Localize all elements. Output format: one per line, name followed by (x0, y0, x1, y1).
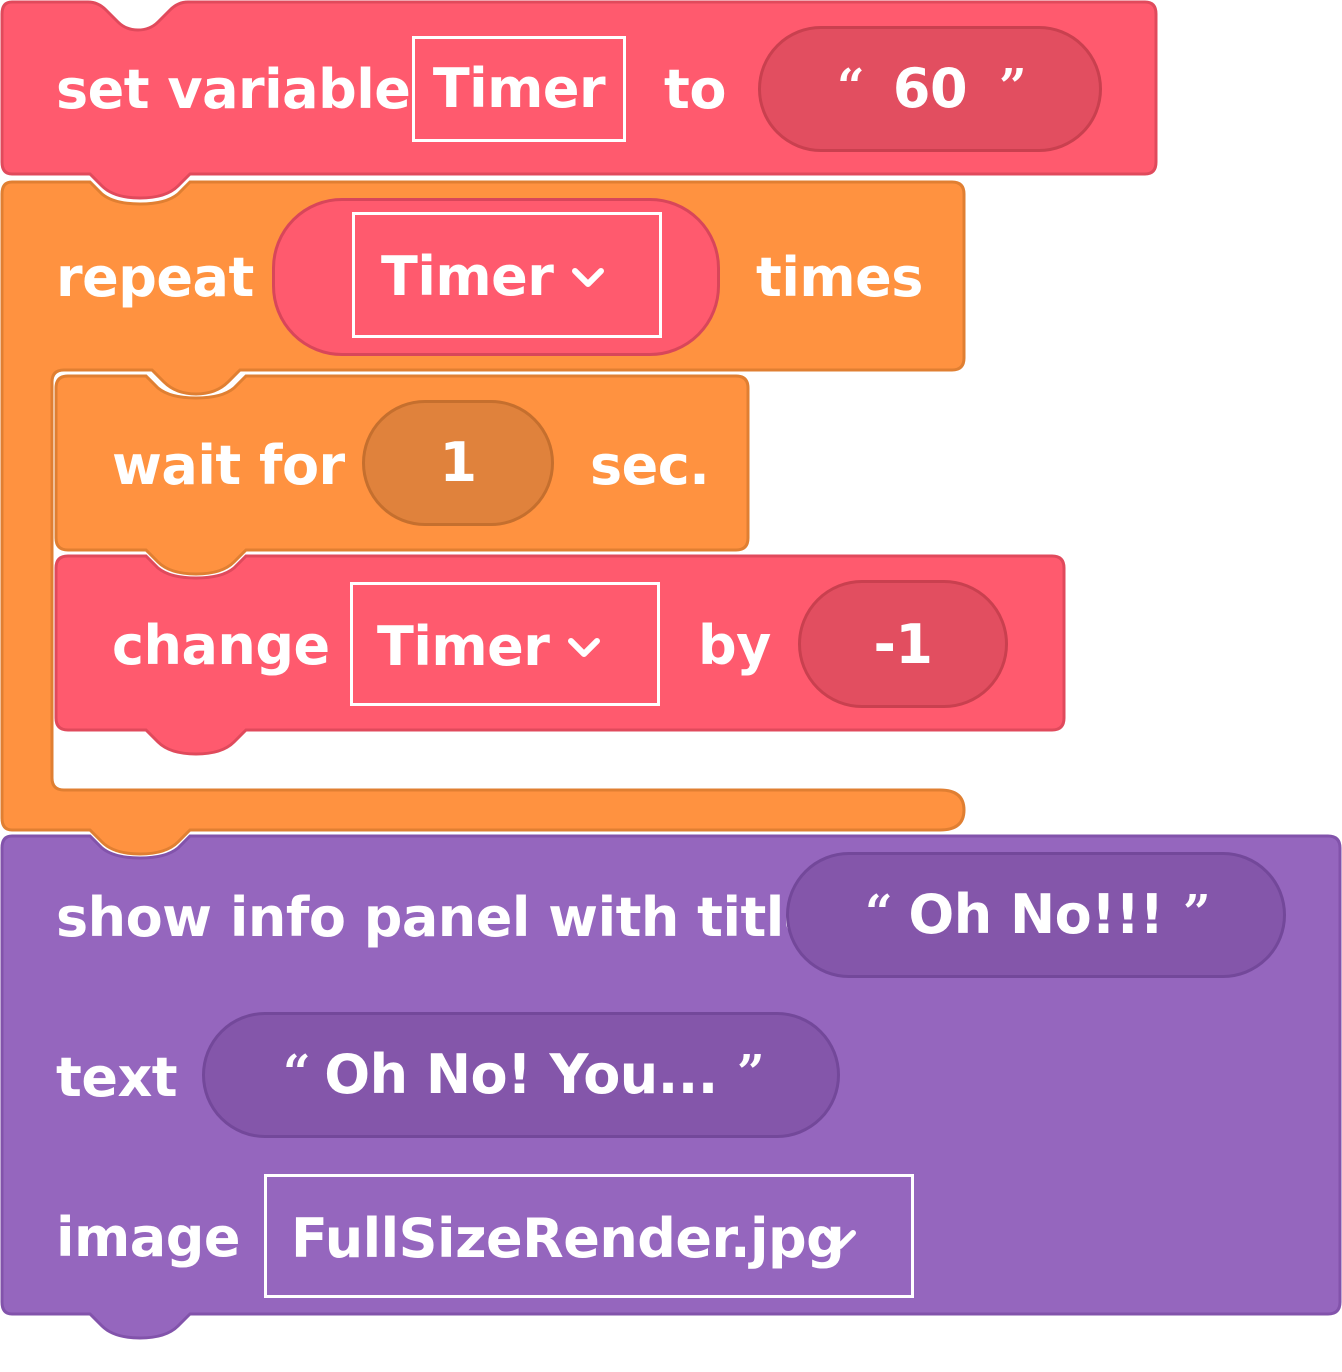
open-quote-icon: “ (837, 59, 865, 115)
set-variable-value-input[interactable]: “ 60 ” (758, 26, 1102, 152)
show-info-title-input[interactable]: “ Oh No!!! ” (786, 852, 1286, 978)
show-info-text-input[interactable]: “ Oh No! You... ” (202, 1012, 840, 1138)
show-info-image-name: FullSizeRender.jpg (291, 1207, 845, 1270)
change-variable-dropdown[interactable]: Timer (350, 582, 660, 706)
show-info-title-value: Oh No!!! (908, 883, 1164, 946)
change-variable-name: Timer (377, 615, 550, 678)
close-quote-icon: ” (999, 59, 1027, 115)
open-quote-icon: “ (865, 885, 893, 941)
open-quote-icon: “ (283, 1045, 311, 1101)
set-variable-variable-field[interactable]: Timer (412, 36, 626, 142)
close-quote-icon: ” (1183, 885, 1211, 941)
chevron-down-icon (572, 268, 604, 287)
set-variable-value: 60 (892, 57, 968, 120)
repeat-block-shape (0, 180, 966, 856)
repeat-variable-name: Timer (381, 245, 554, 308)
show-info-text-value: Oh No! You... (324, 1043, 718, 1106)
set-variable-label: set variable (56, 58, 411, 121)
wait-unit-label: sec. (590, 434, 710, 497)
chevron-down-icon (824, 1230, 856, 1249)
wait-duration-value: 1 (439, 431, 477, 494)
show-info-text-label: text (56, 1046, 178, 1109)
wait-label: wait for (112, 434, 345, 497)
chevron-down-icon (568, 638, 600, 657)
repeat-variable-dropdown[interactable]: Timer (352, 212, 662, 338)
show-info-label: show info panel with title (56, 886, 820, 949)
repeat-count-reporter[interactable] (272, 198, 720, 356)
wait-duration-input[interactable]: 1 (362, 400, 554, 526)
set-variable-to-label: to (664, 58, 726, 121)
change-label: change (112, 614, 330, 677)
repeat-times-label: times (756, 246, 923, 309)
change-amount-value: -1 (873, 613, 934, 676)
change-by-label: by (698, 614, 771, 677)
change-amount-input[interactable]: -1 (798, 580, 1008, 708)
repeat-label: repeat (56, 246, 254, 309)
show-info-image-label: image (56, 1206, 241, 1269)
show-info-image-dropdown[interactable]: FullSizeRender.jpg (264, 1174, 914, 1298)
set-variable-variable-name: Timer (432, 57, 606, 120)
close-quote-icon: ” (737, 1045, 765, 1101)
